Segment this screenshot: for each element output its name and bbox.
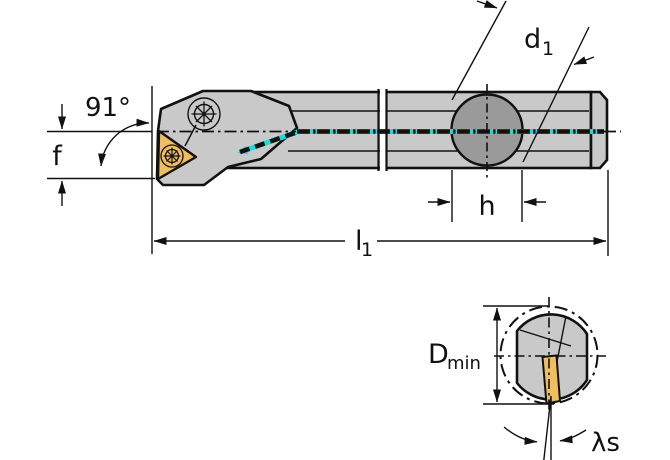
front-view-centerlines bbox=[494, 297, 606, 414]
front-view: D min λs bbox=[428, 297, 620, 460]
d1-label: d bbox=[524, 24, 541, 55]
d1-label-subscript: 1 bbox=[542, 38, 554, 60]
dimension-d1: d 1 bbox=[451, 0, 595, 163]
lambda-s-label: λs bbox=[591, 428, 620, 458]
insert-screw-icon bbox=[160, 144, 184, 168]
dimension-dmin: D min bbox=[428, 305, 554, 405]
l1-label-subscript: 1 bbox=[361, 239, 373, 261]
dmin-label: D bbox=[428, 339, 449, 370]
cutting-insert-front bbox=[541, 354, 562, 405]
dimension-l1: l 1 bbox=[153, 170, 609, 261]
dmin-label-subscript: min bbox=[447, 353, 481, 374]
torx-screw-icon bbox=[184, 97, 221, 147]
angle-91: 91° bbox=[85, 86, 153, 254]
shank-silhouette-lines bbox=[288, 110, 589, 152]
cutting-insert bbox=[156, 129, 198, 181]
break-lines bbox=[377, 89, 388, 171]
angle-lambda-s: λs bbox=[503, 395, 620, 460]
side-view: f 91° d 1 h l 1 bbox=[47, 0, 621, 261]
h-label: h bbox=[478, 191, 495, 222]
dimension-h: h bbox=[428, 170, 546, 222]
l1-label: l bbox=[355, 226, 363, 257]
coolant-channel bbox=[237, 129, 604, 155]
f-label: f bbox=[52, 141, 63, 172]
angle-label: 91° bbox=[85, 93, 131, 123]
